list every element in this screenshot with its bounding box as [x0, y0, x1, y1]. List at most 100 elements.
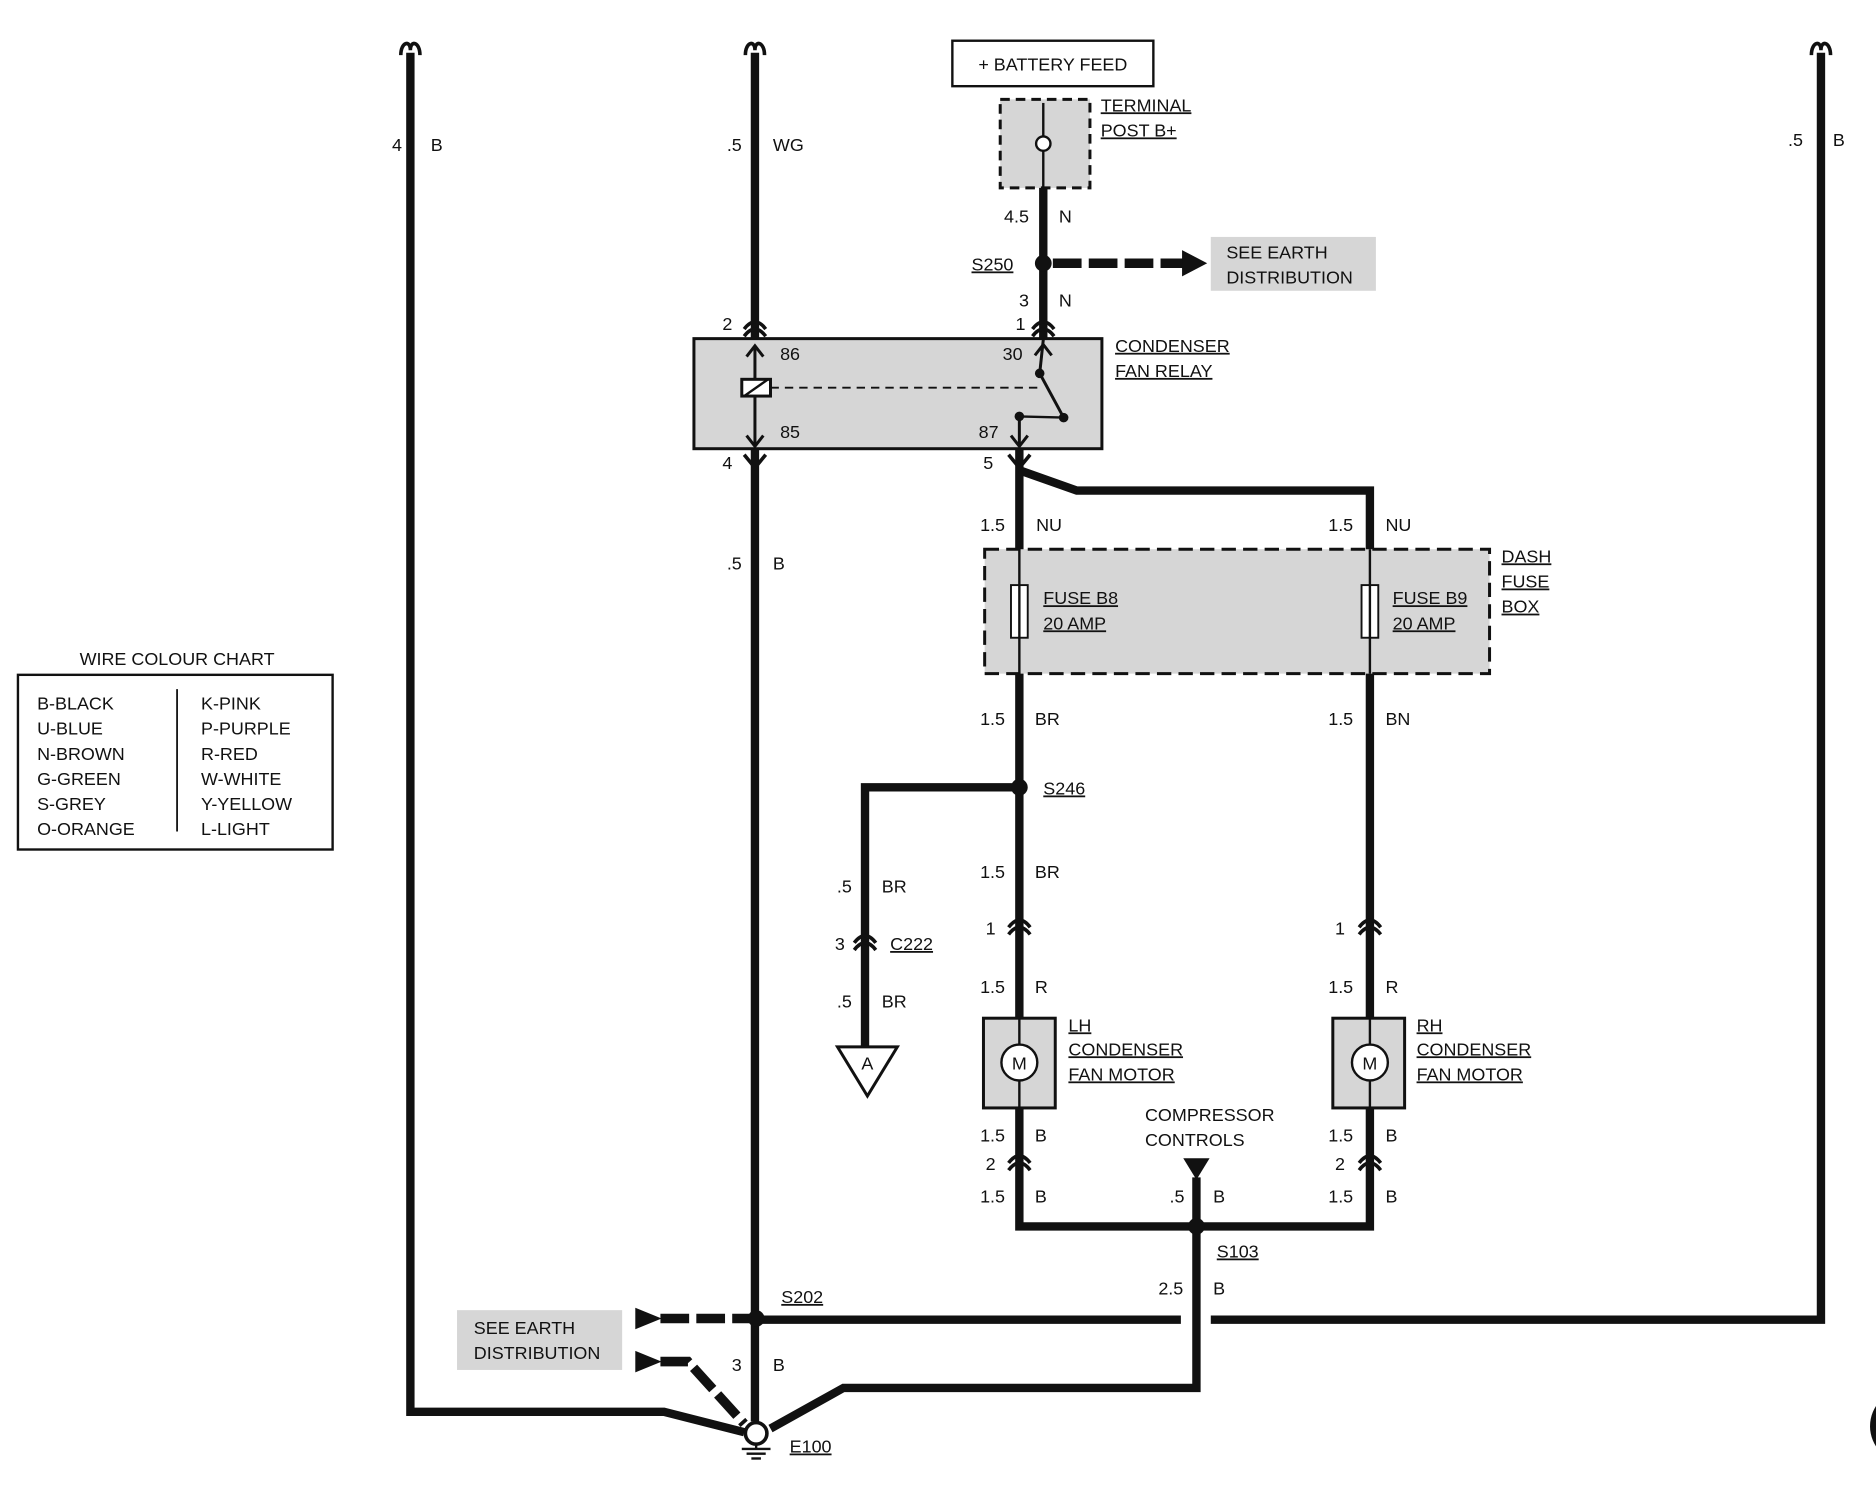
wire-label-size: 1.5 — [1328, 1186, 1353, 1206]
pin-relay-2: 2 — [722, 314, 732, 334]
fuse-box-label-line2: FUSE — [1502, 571, 1550, 591]
relay-label-line2: FAN RELAY — [1115, 361, 1212, 381]
compressor-label-line1: COMPRESSOR — [1145, 1105, 1275, 1125]
wire-label-size: .5 — [837, 877, 852, 897]
wire-label-size: 1.5 — [980, 1125, 1005, 1145]
colour-chart-entry: U-BLUE — [37, 719, 103, 739]
wire-s103-e100 — [768, 1226, 1201, 1433]
wire-label-colour: B — [773, 554, 785, 574]
connector-relay-pin5-icon — [1007, 453, 1032, 471]
terminal-label-line2: POST B+ — [1101, 120, 1177, 140]
relay-pin86-arrow-icon — [745, 343, 765, 358]
connector-relay-pin1-icon — [1031, 320, 1056, 338]
splice-s103-label: S103 — [1217, 1241, 1259, 1261]
relay-pin30-arrow-icon — [1033, 342, 1053, 357]
wire-label-size: 1.5 — [1328, 709, 1353, 729]
relay-label-line1: CONDENSER — [1115, 336, 1230, 356]
splice-s246-dot — [1010, 778, 1028, 796]
offpage-ref-a-label: A — [861, 1054, 873, 1074]
colour-chart-entry: O-ORANGE — [37, 819, 135, 839]
wire-label-size: 1.5 — [1328, 1125, 1353, 1145]
earth-ref-top-line2: DISTRIBUTION — [1226, 268, 1353, 288]
wire-label-size: 1.5 — [1328, 515, 1353, 535]
wire-earth-ref-e100 — [660, 1356, 748, 1428]
wire-label-size: .5 — [1788, 130, 1803, 150]
colour-chart-entry: K-PINK — [201, 694, 261, 714]
page-edge-mark — [1870, 1406, 1876, 1447]
splice-s202-dot — [747, 1310, 765, 1327]
splice-s246-label: S246 — [1043, 778, 1085, 798]
relay-pin-86: 86 — [780, 344, 800, 364]
pin-relay-4: 4 — [722, 453, 732, 473]
break-symbol-wg-icon — [743, 41, 767, 56]
wire-right-5-b — [1210, 52, 1826, 1324]
wire-label-colour: B — [773, 1355, 785, 1375]
rh-motor-label-line2: FAN MOTOR — [1417, 1064, 1523, 1084]
earth-ref-box-top — [1210, 236, 1376, 291]
wire-label-size: 1.5 — [1328, 977, 1353, 997]
lh-motor-symbol: M — [1012, 1054, 1027, 1074]
wire-label-colour: BR — [1035, 862, 1060, 882]
relay-pin87-arrow-icon — [1009, 434, 1029, 449]
wire-label-colour: B — [1035, 1186, 1047, 1206]
wire-label-colour: NU — [1036, 515, 1062, 535]
fuse-box-label-line1: DASH — [1502, 546, 1552, 566]
ground-e100-label: E100 — [790, 1437, 832, 1457]
splice-s250-dot — [1034, 254, 1052, 272]
wire-label-size: 1.5 — [980, 709, 1005, 729]
pin-relay-1: 1 — [1016, 314, 1026, 334]
colour-chart-entry: P-PURPLE — [201, 719, 291, 739]
rh-motor-label-line1: CONDENSER — [1417, 1039, 1532, 1059]
colour-chart-box — [16, 673, 334, 851]
battery-feed-box — [951, 39, 1155, 88]
colour-chart-title: WIRE COLOUR CHART — [80, 649, 275, 669]
colour-chart-entry: S-GREY — [37, 794, 106, 814]
lh-motor-label-line1: CONDENSER — [1068, 1039, 1183, 1059]
wire-relay-87-rh-feed — [1017, 466, 1375, 550]
colour-chart-entry: N-BROWN — [37, 744, 125, 764]
wire-left-4-b — [406, 52, 746, 1437]
earth-ref-bottom-line2: DISTRIBUTION — [474, 1343, 601, 1363]
splice-s250-label: S250 — [972, 254, 1014, 274]
wire-label-colour: B — [431, 135, 443, 155]
break-symbol-right-icon — [1809, 41, 1833, 56]
wire-label-size: 3 — [732, 1355, 742, 1375]
wire-label-colour: NU — [1385, 515, 1411, 535]
earth-ref-box-bottom — [457, 1310, 623, 1370]
relay-pin85-arrow-icon — [745, 434, 765, 449]
wire-label-colour: B — [1385, 1186, 1397, 1206]
wire-label-size: 1.5 — [980, 862, 1005, 882]
lh-motor-icon — [1000, 1043, 1039, 1082]
splice-s103-dot — [1188, 1218, 1205, 1235]
lh-motor-label-line2: FAN MOTOR — [1068, 1064, 1174, 1084]
fuse-b9-rating: 20 AMP — [1393, 613, 1456, 633]
colour-chart-entry: L-LIGHT — [201, 819, 270, 839]
colour-chart-entry: R-RED — [201, 744, 258, 764]
connector-lh-motor-pin1-icon — [1007, 918, 1032, 936]
compressor-controls-arrow-icon — [1183, 1158, 1210, 1180]
s250-earth-arrow-icon — [1182, 250, 1208, 277]
connector-relay-pin4-icon — [742, 453, 768, 471]
wire-label-size: .5 — [1169, 1186, 1184, 1206]
pin-rh-motor-2: 2 — [1335, 1154, 1345, 1174]
earth-ref-top-line1: SEE EARTH — [1226, 242, 1327, 262]
rh-motor-symbol: M — [1362, 1054, 1377, 1074]
rh-motor-label-side: RH — [1417, 1015, 1443, 1035]
offpage-ref-a-icon — [834, 1045, 900, 1099]
earth-ref-bottom-line1: SEE EARTH — [474, 1318, 575, 1338]
wire-label-colour: N — [1059, 207, 1072, 227]
wire-label-size: .5 — [727, 135, 742, 155]
wire-label-colour: BR — [882, 991, 907, 1011]
wire-label-size: 3 — [1019, 290, 1029, 310]
wire-label-colour: N — [1059, 290, 1072, 310]
wire-label-colour: B — [1035, 1125, 1047, 1145]
earth-ref-arrow-upper-icon — [635, 1307, 662, 1330]
wire-label-size: 2.5 — [1158, 1279, 1183, 1299]
fuse-b9-name: FUSE B9 — [1393, 588, 1468, 608]
relay-pin-87: 87 — [979, 422, 999, 442]
pin-c222-3: 3 — [835, 934, 845, 954]
pin-relay-5: 5 — [983, 453, 993, 473]
pin-lh-motor-2: 2 — [986, 1154, 996, 1174]
wire-label-colour: R — [1385, 977, 1398, 997]
colour-chart-entry: B-BLACK — [37, 694, 114, 714]
